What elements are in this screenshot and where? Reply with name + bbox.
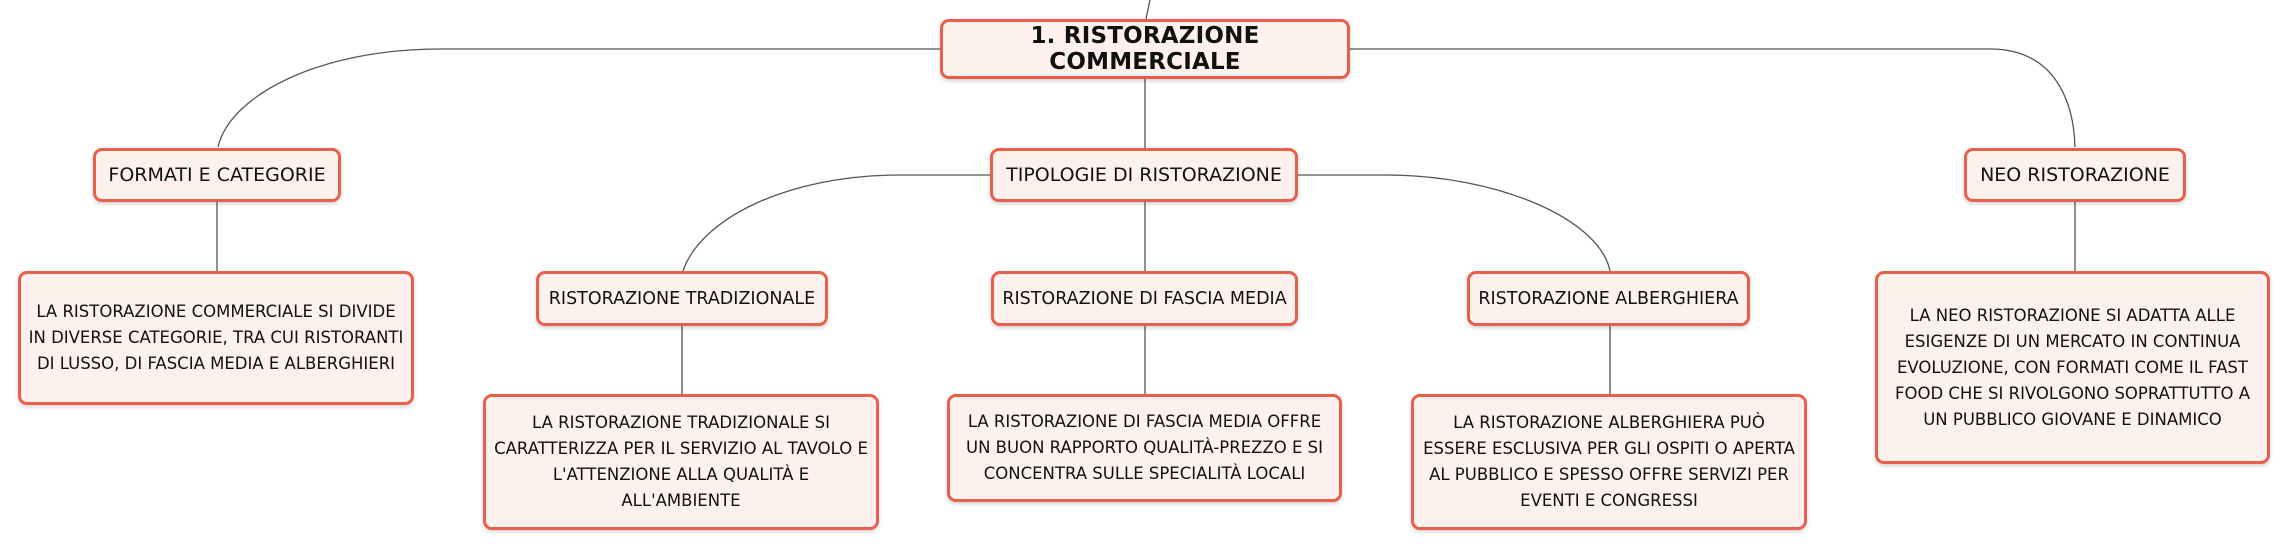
connector-tipologie-to-tradizionale bbox=[682, 174, 990, 272]
desc-ristorazione-tradizionale[interactable]: LA RISTORAZIONE TRADIZIONALE SI CARATTER… bbox=[483, 394, 879, 530]
node-ristorazione-fascia-media[interactable]: RISTORAZIONE DI FASCIA MEDIA bbox=[991, 271, 1298, 326]
connector-tipologie-to-alberghiera bbox=[1298, 174, 1611, 272]
node-neo-ristorazione[interactable]: NEO RISTORAZIONE bbox=[1964, 148, 2186, 202]
root-node[interactable]: 1. RISTORAZIONE COMMERCIALE bbox=[940, 19, 1350, 79]
desc-ristorazione-fascia-media[interactable]: LA RISTORAZIONE DI FASCIA MEDIA OFFRE UN… bbox=[947, 394, 1342, 502]
node-ristorazione-tradizionale[interactable]: RISTORAZIONE TRADIZIONALE bbox=[536, 271, 828, 326]
node-formati-e-categorie[interactable]: FORMATI E CATEGORIE bbox=[93, 148, 341, 202]
connector-root-to-formati bbox=[217, 48, 940, 148]
node-tipologie-di-ristorazione[interactable]: TIPOLOGIE DI RISTORAZIONE bbox=[990, 148, 1298, 202]
desc-neo-ristorazione[interactable]: LA NEO RISTORAZIONE SI ADATTA ALLE ESIGE… bbox=[1875, 271, 2270, 464]
desc-formati-e-categorie[interactable]: LA RISTORAZIONE COMMERCIALE SI DIVIDE IN… bbox=[18, 271, 414, 405]
connector-parent-to-root bbox=[1145, 0, 1151, 20]
desc-ristorazione-alberghiera[interactable]: LA RISTORAZIONE ALBERGHIERA PUÒ ESSERE E… bbox=[1411, 394, 1807, 530]
node-ristorazione-alberghiera[interactable]: RISTORAZIONE ALBERGHIERA bbox=[1467, 271, 1750, 326]
connector-root-to-neo bbox=[1350, 48, 2076, 148]
